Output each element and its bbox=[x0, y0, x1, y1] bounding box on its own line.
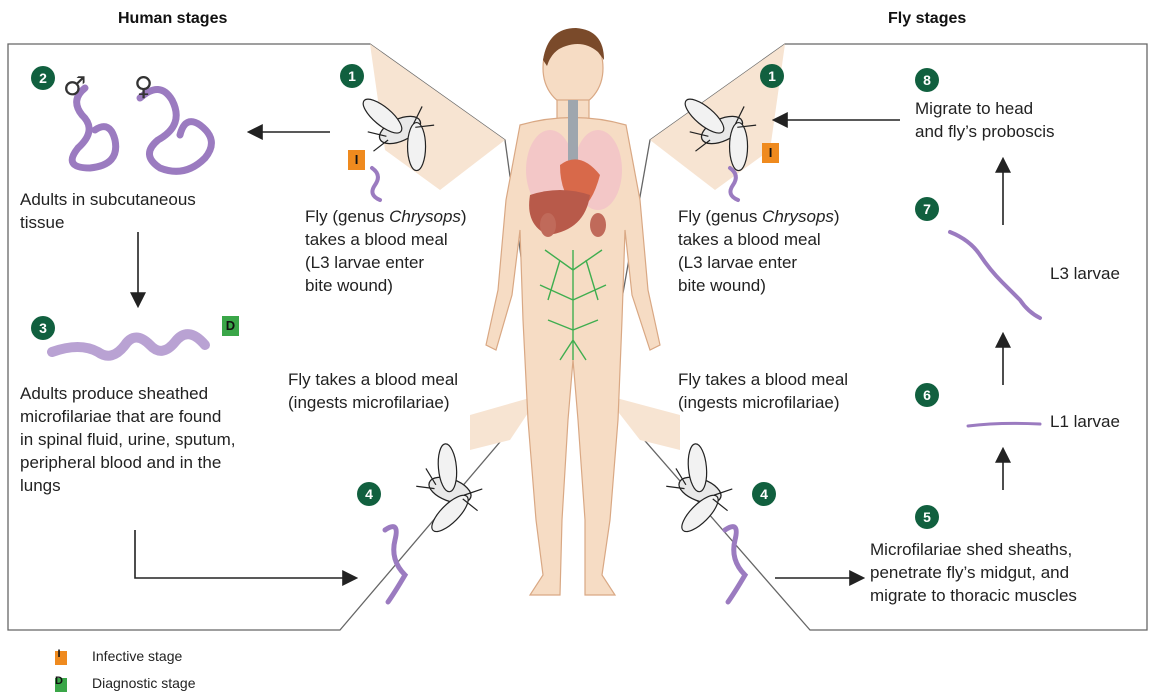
worm-microfilaria-4-right bbox=[725, 527, 745, 602]
step-badge-6: 6 bbox=[915, 383, 939, 407]
diagnostic-tag: D bbox=[222, 316, 239, 336]
worm-microfilaria-4-left bbox=[385, 527, 405, 602]
legend-infective-tag: I bbox=[53, 647, 65, 661]
step-badge-1-left: 1 bbox=[340, 64, 364, 88]
arrow-3-to-4 bbox=[135, 530, 355, 578]
infective-tag-left: I bbox=[348, 150, 365, 170]
fly-4-left bbox=[403, 436, 497, 546]
step-badge-8: 8 bbox=[915, 68, 939, 92]
male-symbol: ♂ bbox=[63, 72, 86, 102]
female-symbol: ♀ bbox=[134, 72, 153, 102]
step-badge-7: 7 bbox=[915, 197, 939, 221]
worm-l1-larva bbox=[968, 423, 1040, 426]
step-badge-3: 3 bbox=[31, 316, 55, 340]
worm-larva-1-left bbox=[372, 168, 380, 200]
fly-stages-header: Fly stages bbox=[888, 10, 966, 28]
step-6-label: L1 larvae bbox=[1050, 410, 1120, 433]
step-8-text: Migrate to head and fly’s proboscis bbox=[915, 97, 1055, 143]
fly-4-right bbox=[653, 436, 747, 546]
step-badge-1-right: 1 bbox=[760, 64, 784, 88]
infective-tag-right: I bbox=[762, 143, 779, 163]
worm-l3-larva bbox=[950, 232, 1040, 318]
step-1-right-text: Fly (genus Chrysops) takes a blood meal … bbox=[678, 205, 840, 297]
human-stages-header: Human stages bbox=[118, 10, 227, 28]
legend-diagnostic-text: Diagnostic stage bbox=[92, 675, 196, 691]
step-3-text: Adults produce sheathed microfilariae th… bbox=[20, 382, 235, 497]
step-badge-2: 2 bbox=[31, 66, 55, 90]
worm-microfilaria-3 bbox=[52, 334, 205, 356]
legend-diagnostic-tag: D bbox=[53, 674, 65, 688]
legend-infective-text: Infective stage bbox=[92, 648, 182, 664]
step-badge-4-left: 4 bbox=[357, 482, 381, 506]
step-2-text: Adults in subcutaneous tissue bbox=[20, 188, 196, 234]
step-7-label: L3 larvae bbox=[1050, 262, 1120, 285]
step-badge-5: 5 bbox=[915, 505, 939, 529]
step-5-text: Microfilariae shed sheaths, penetrate fl… bbox=[870, 538, 1077, 607]
step-4-right-text: Fly takes a blood meal (ingests microfil… bbox=[678, 368, 848, 414]
step-1-left-text: Fly (genus Chrysops) takes a blood meal … bbox=[305, 205, 467, 297]
step-4-left-text: Fly takes a blood meal (ingests microfil… bbox=[288, 368, 458, 414]
step-badge-4-right: 4 bbox=[752, 482, 776, 506]
